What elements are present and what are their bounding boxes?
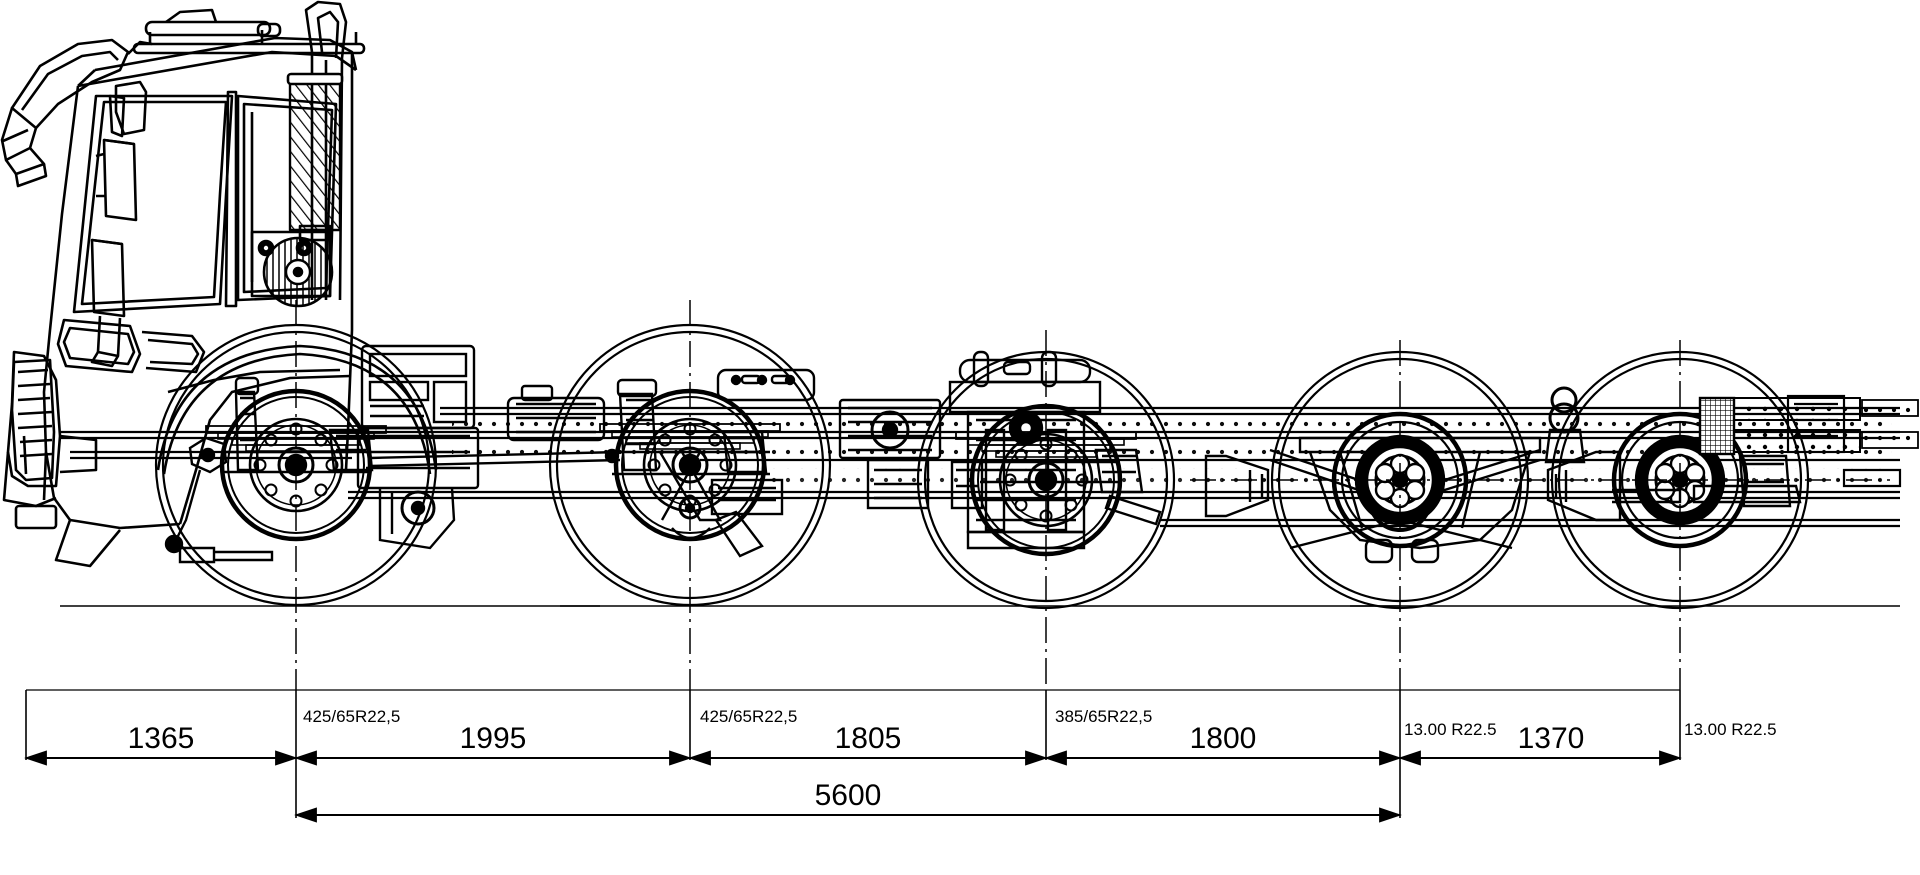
tire-size-label: 425/65R22,5 xyxy=(303,707,400,726)
tire-size-label: 385/65R22,5 xyxy=(1055,707,1152,726)
dimension-value: 1370 xyxy=(1518,722,1585,755)
axle-3-assembly xyxy=(950,406,1162,554)
tire-size-label: 425/65R22,5 xyxy=(700,707,797,726)
dimension-lines xyxy=(24,750,1682,823)
dimension-value: 1365 xyxy=(128,722,195,755)
tire-size-label: 13.00 R22.5 xyxy=(1684,720,1777,739)
axle-2-assembly xyxy=(369,378,782,539)
tire-size-callouts: 425/65R22,5 425/65R22,5 385/65R22,5 13.00 R… xyxy=(303,707,1777,739)
tire-size-label: 13.00 R22.5 xyxy=(1404,720,1497,739)
dimension-value: 1995 xyxy=(460,722,527,755)
axle-1-assembly xyxy=(164,376,388,564)
cab-assembly xyxy=(0,0,438,568)
overall-dimension-value: 5600 xyxy=(815,779,882,812)
dimension-value: 1800 xyxy=(1190,722,1257,755)
tandem-drive-assembly xyxy=(1204,386,1919,564)
axle-centrelines xyxy=(295,300,1890,690)
dimension-value: 1805 xyxy=(835,722,902,755)
dimension-labels: 1365 1995 1805 1800 1370 5600 xyxy=(128,722,1585,812)
